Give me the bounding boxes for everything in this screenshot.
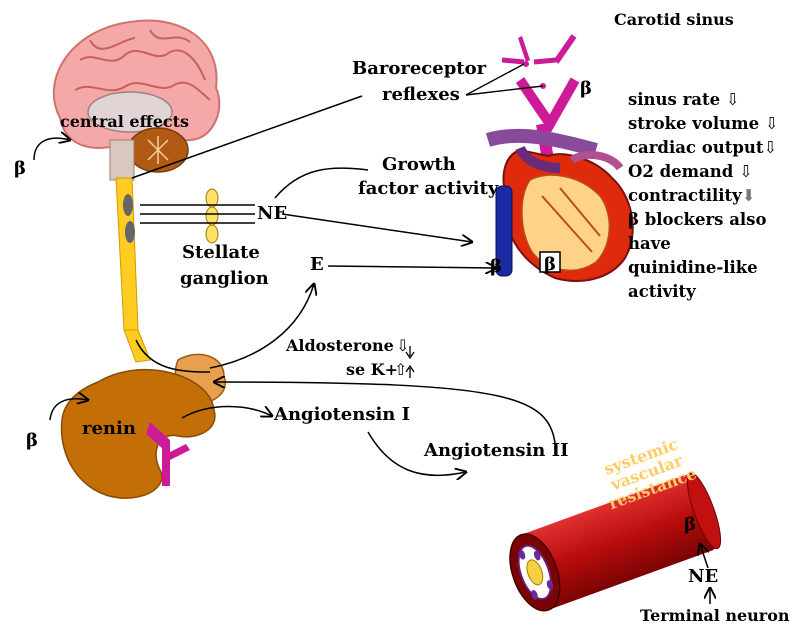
- down-arrow-icon: ⬇: [742, 186, 756, 205]
- terminal-neuron-label: Terminal neuron: [640, 608, 790, 625]
- beta-terminal-label: β: [684, 516, 696, 535]
- angiotensin-ii-label: Angiotensin II: [424, 442, 569, 461]
- growth-label: Growth: [382, 156, 456, 175]
- effect-row: activity: [628, 280, 779, 304]
- effect-text: quinidine-like: [628, 258, 758, 277]
- effect-row: β blockers also: [628, 208, 779, 232]
- effect-row: O2 demand ⇩: [628, 160, 779, 184]
- potassium-up-icon: ⇧: [394, 362, 407, 379]
- factor-activity-label: factor activity: [358, 180, 498, 199]
- down-arrow-icon: ⇩: [765, 114, 779, 133]
- aldosterone-label: Aldosterone: [286, 338, 394, 355]
- effect-row: cardiac output⇩: [628, 136, 779, 160]
- renin-label: renin: [82, 420, 136, 439]
- beta-kidney-label: β: [26, 432, 38, 451]
- aldosterone-down-icon: ⇩: [396, 338, 409, 355]
- effect-row: sinus rate ⇩: [628, 88, 779, 112]
- stellate-label: Stellate: [182, 244, 260, 263]
- effect-row: stroke volume ⇩: [628, 112, 779, 136]
- effect-text: have: [628, 234, 671, 253]
- ne-label: NE: [257, 205, 287, 224]
- carotid-sinus-label: Carotid sinus: [614, 12, 734, 29]
- down-arrow-icon: ⇩: [739, 162, 753, 181]
- effect-text: activity: [628, 282, 696, 301]
- serum-k-label: se K+: [346, 362, 398, 379]
- effect-text: O2 demand: [628, 162, 733, 181]
- cardiac-effects-list: sinus rate ⇩ stroke volume ⇩ cardiac out…: [628, 88, 779, 304]
- ganglion-label: ganglion: [180, 270, 269, 289]
- beta-brain-label: β: [14, 160, 26, 179]
- stellate-ganglion-nodes: [140, 189, 255, 243]
- beta-carotid-label: β: [580, 80, 592, 99]
- effect-text: stroke volume: [628, 114, 759, 133]
- down-arrow-icon: ⇩: [764, 138, 778, 157]
- heart-illustration: [488, 136, 633, 281]
- effect-row: contractility⬇: [628, 184, 779, 208]
- epinephrine-label: E: [310, 256, 324, 275]
- effect-text: β blockers also: [628, 210, 766, 229]
- effect-text: sinus rate: [628, 90, 720, 109]
- reflexes-label: reflexes: [382, 86, 460, 105]
- beta-box-label: β: [544, 256, 556, 275]
- brain-illustration: [54, 21, 219, 193]
- baroreceptor-label: Baroreceptor: [352, 60, 486, 79]
- ne-terminal-label: NE: [688, 568, 718, 587]
- angiotensin-i-label: Angiotensin I: [274, 406, 410, 425]
- effect-text: contractility: [628, 186, 742, 205]
- down-arrow-icon: ⇩: [726, 90, 740, 109]
- effect-row: have: [628, 232, 779, 256]
- effect-text: cardiac output: [628, 138, 764, 157]
- effect-row: quinidine-like: [628, 256, 779, 280]
- beta-heart-label: β: [490, 258, 502, 277]
- central-effects-label: central effects: [60, 114, 189, 131]
